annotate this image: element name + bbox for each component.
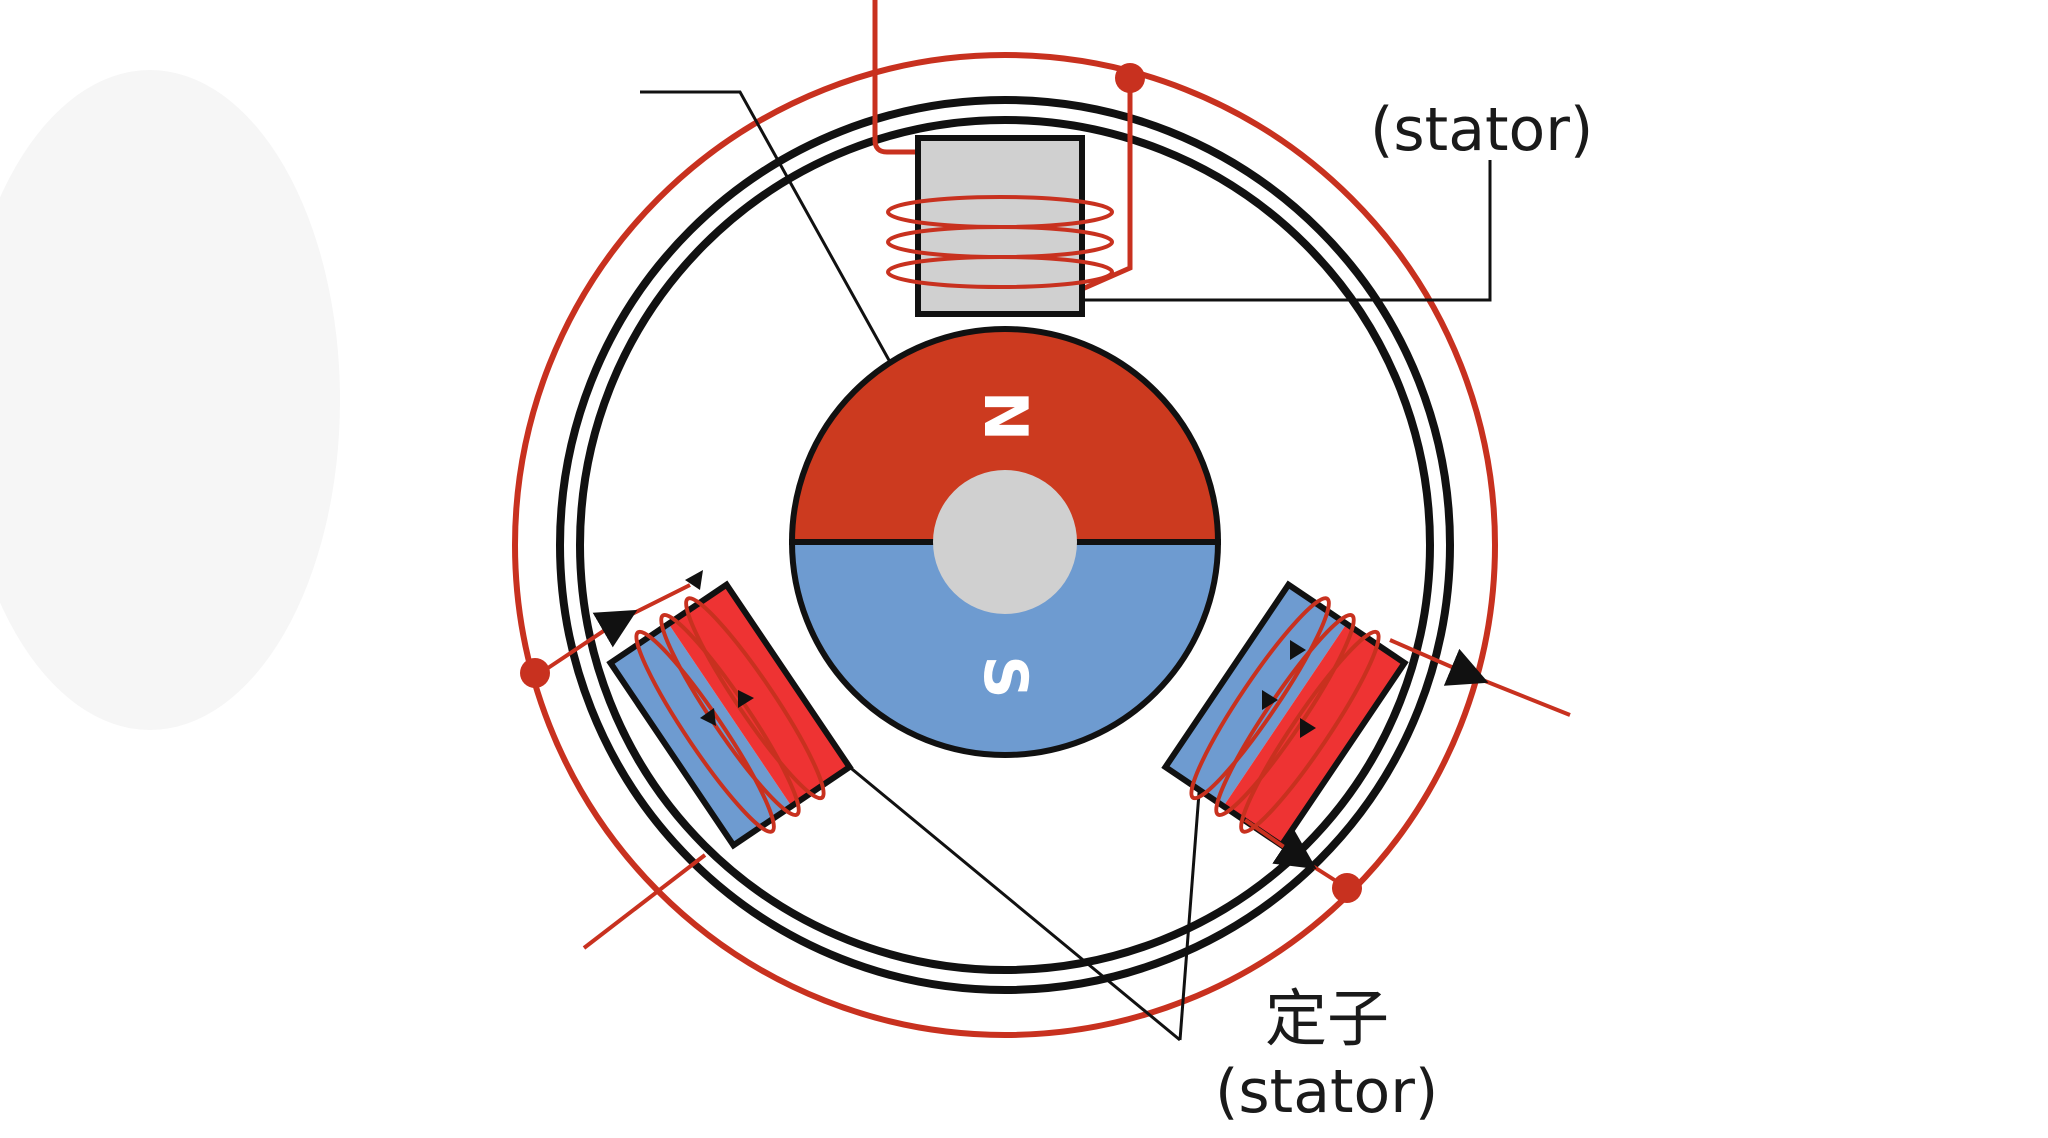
rotor-south-half (788, 539, 1222, 758)
junction-node-bottom-right (1332, 873, 1362, 903)
top-stator-coil (886, 135, 1114, 317)
right-stator-coil (1161, 580, 1409, 850)
leader-line-rotor (640, 90, 892, 363)
leader-line-top-stator (1085, 160, 1492, 302)
right-coil-core-red (1223, 623, 1405, 846)
stator-label-top: (stator) (1370, 95, 1593, 165)
rotor-shaft (933, 470, 1077, 614)
junction-node-top (1115, 63, 1145, 93)
stator-label-bottom: (stator) (1215, 1057, 1438, 1127)
junction-node-left (520, 658, 550, 688)
right-lead-wire (1389, 638, 1571, 717)
right-coil-core-blue (1165, 584, 1347, 807)
stator-label-bottom-chinese: 定子 (1265, 982, 1389, 1055)
coil-current-arrows (685, 570, 1316, 738)
background-smudge (0, 70, 340, 730)
top-wire-return (1078, 80, 1133, 293)
left-stator-coil (606, 580, 854, 850)
right-lower-wire (1243, 818, 1349, 890)
leader-line-right-stator (1178, 779, 1202, 1041)
south-pole-label: S (970, 655, 1040, 698)
left-coil-core-red (668, 584, 850, 807)
outer-wire-ring (512, 52, 1498, 1038)
left-lead-wire (582, 853, 707, 950)
stator-ring-outer (556, 96, 1454, 994)
north-pole-label: N (970, 391, 1040, 441)
rotor-north-half (788, 326, 1222, 545)
top-wire-lead (872, 0, 920, 155)
rotor: N S (788, 326, 1222, 758)
leader-line-left-stator (834, 753, 1181, 1042)
left-coil-core-blue (610, 623, 792, 846)
left-upper-wire (546, 583, 691, 670)
stator-ring-inner (576, 116, 1434, 974)
